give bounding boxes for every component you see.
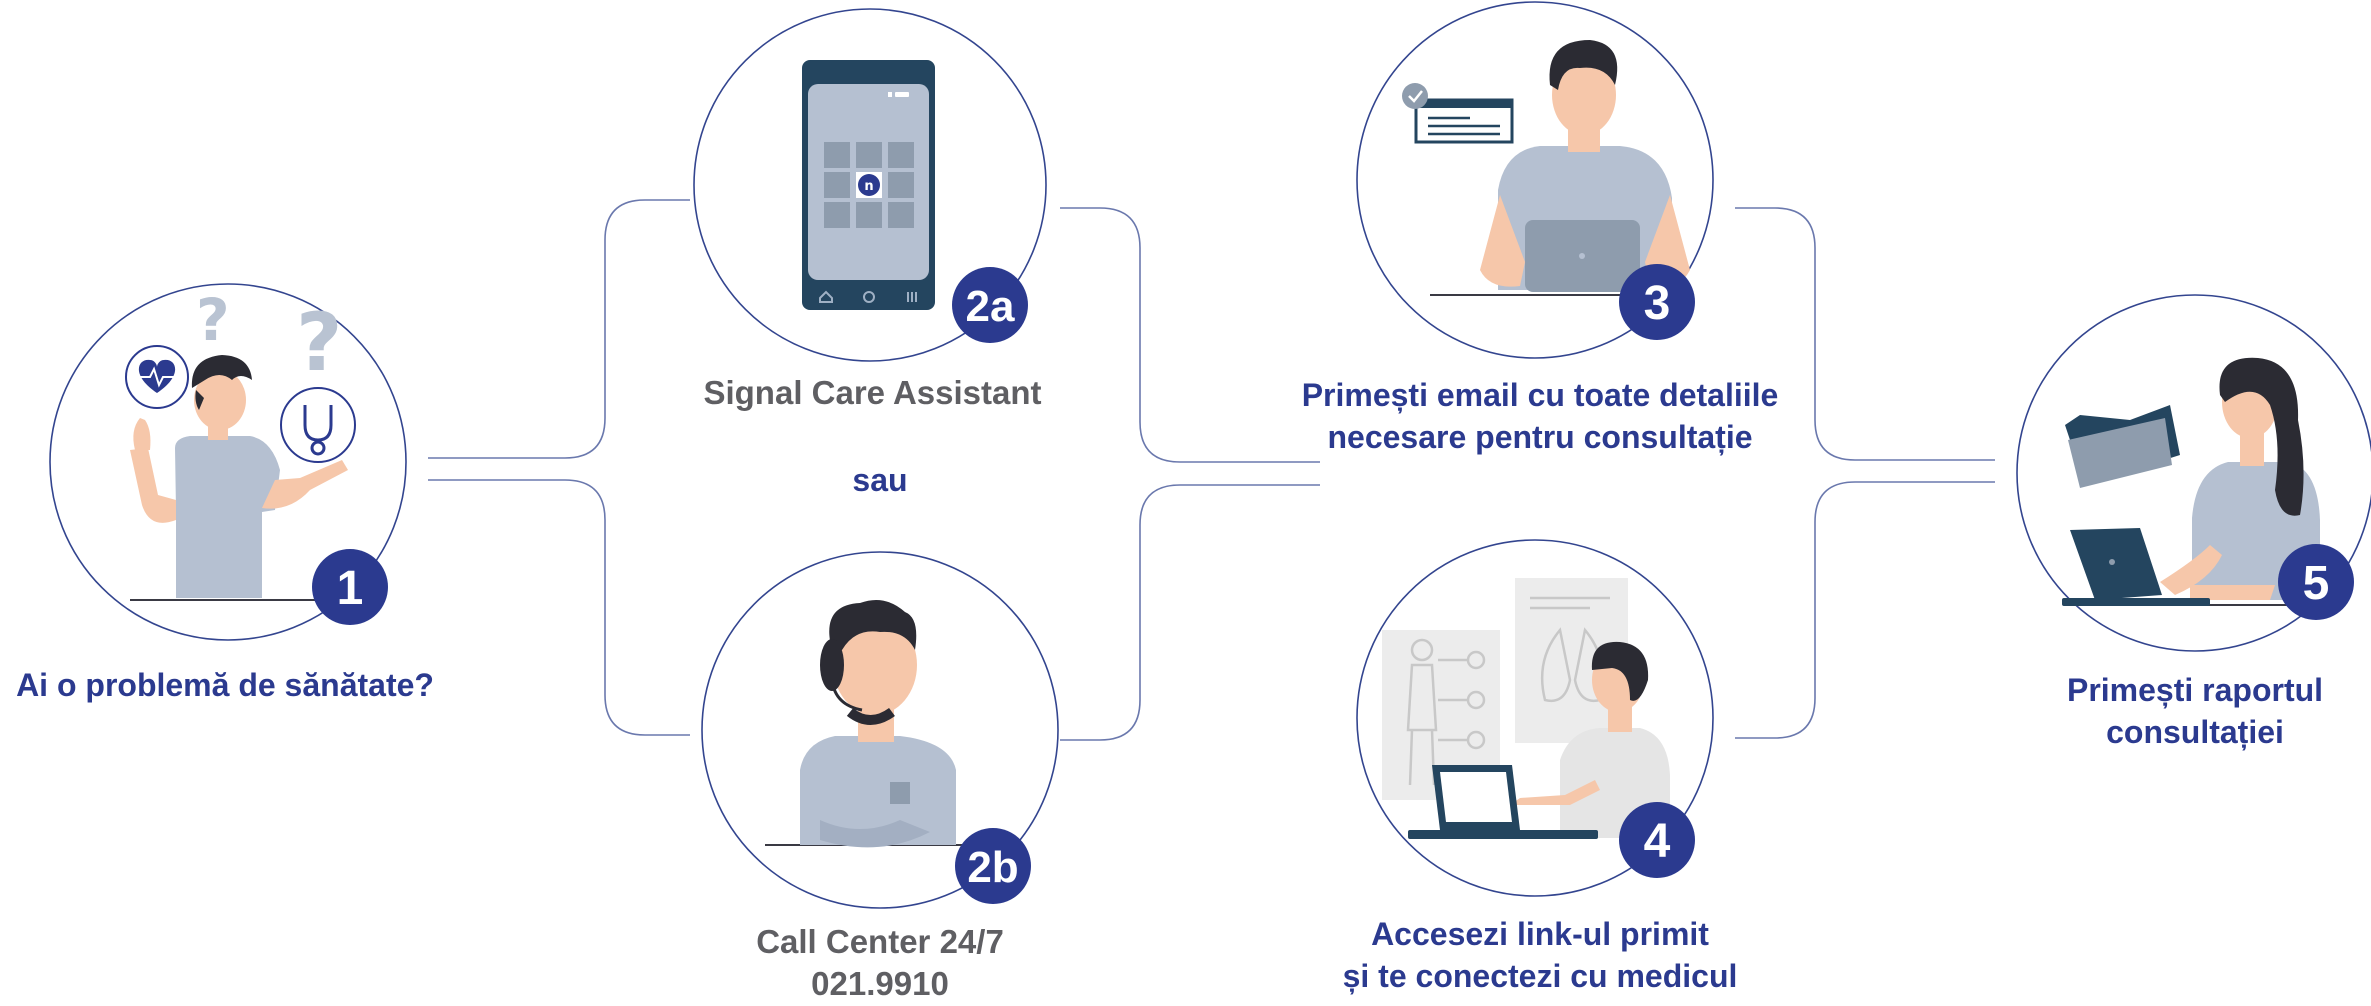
step-5-label: Primești raportul consultației [2010,669,2371,753]
connector-2a-3 [1060,207,1320,463]
step-5-label-line-1: Primești raportul [2066,672,2324,708]
step-2b-badge-text: 2b [967,843,1018,892]
step-1-label: Ai o problemă de sănătate? [0,664,450,706]
connector-4-5 [1735,481,1995,739]
person-laptop-email-icon [1402,40,1690,296]
call-center-operator-icon [765,600,985,848]
smartphone-app-icon: n [802,60,935,310]
connector-2b-4 [1060,484,1320,741]
step-3-label: Primești email cu toate detaliile necesa… [1255,374,1825,458]
connector-1-2b [428,479,690,736]
step-4-label-line-1: Accesezi link-ul primit [1371,916,1709,952]
step-2a-label: Signal Care Assistant [640,372,1105,414]
person-laptop-report-icon [2062,357,2320,606]
step-3-label-line-2: necesare pentru consultație [1327,419,1753,455]
step-4-badge-text: 4 [1644,815,1671,868]
or-text: sau [852,462,908,498]
step-1-badge-text: 1 [337,562,364,615]
svg-text:?: ? [196,286,230,354]
badges: 1 2a 2b 3 4 5 [312,264,2354,904]
step-2a-badge [952,267,1028,343]
step-4-label-line-2: și te conectezi cu medicul [1342,958,1738,994]
step-2b-badge [955,828,1031,904]
step-5-label-line-2: consultației [2106,714,2284,750]
svg-text:n: n [864,179,873,194]
step-5-badge-text: 5 [2303,557,2330,610]
worried-person-icon: ? ? [125,286,356,601]
connector-lines [428,199,1995,741]
step-2b-label: Call Center 24/7 021.9910 [660,921,1100,1005]
step-2b-label-line-1: Call Center 24/7 [756,923,1004,960]
connector-3-5 [1735,207,1995,461]
step-3-badge [1619,264,1695,340]
step-3-label-line-1: Primești email cu toate detaliile [1301,377,1779,413]
step-2a-badge-text: 2a [966,282,1015,331]
svg-text:?: ? [296,296,342,389]
step-1-badge [312,549,388,625]
connector-1-2a [428,199,690,459]
step-2a-label-line-1: Signal Care Assistant [703,374,1042,411]
step-5-badge [2278,544,2354,620]
step-3-badge-text: 3 [1644,277,1671,330]
doctor-consultation-icon [1382,578,1670,839]
step-4-badge [1619,802,1695,878]
step-2b-label-line-2: 021.9910 [811,965,949,1002]
step-1-label-line-1: Ai o problemă de sănătate? [16,667,434,703]
step-4-label: Accesezi link-ul primit și te conectezi … [1290,913,1790,997]
